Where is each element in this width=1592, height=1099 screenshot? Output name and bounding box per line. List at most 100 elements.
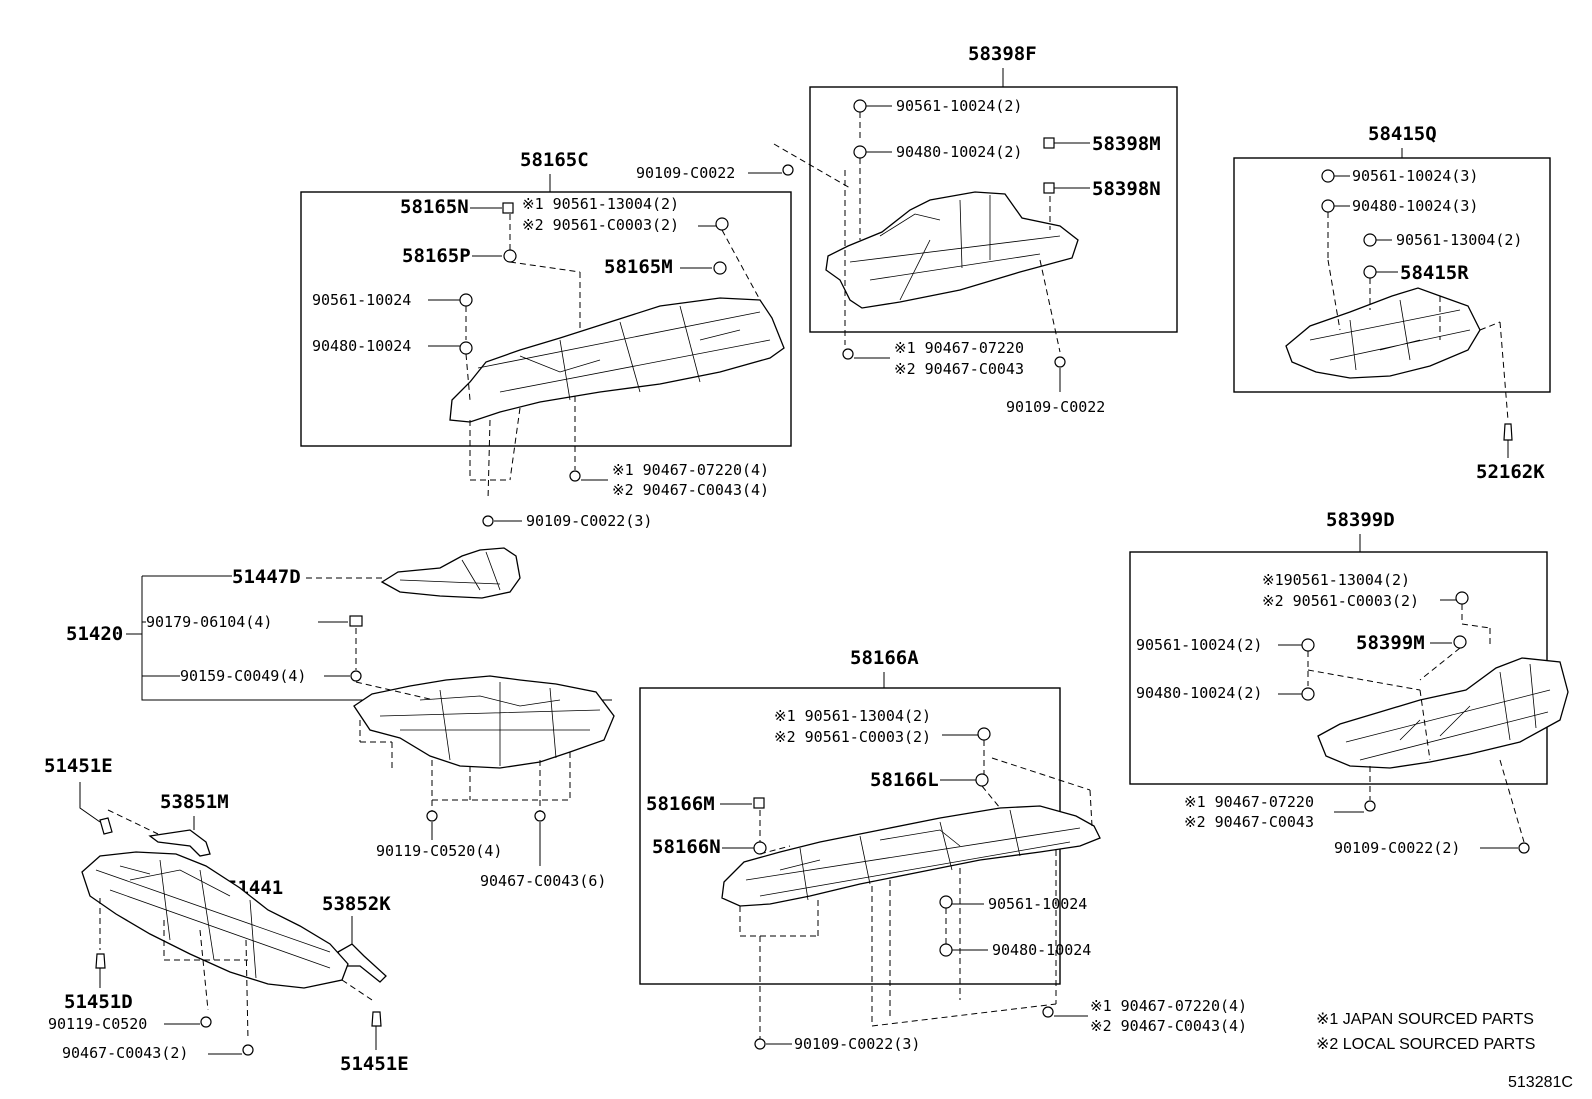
clip-icon bbox=[534, 810, 546, 822]
clip-icon bbox=[99, 817, 113, 835]
bolt-icon bbox=[349, 615, 363, 627]
label-58166n[interactable]: 58166N bbox=[652, 836, 721, 858]
label-58166m[interactable]: 58166M bbox=[646, 793, 715, 815]
title-58399d[interactable]: 58399D bbox=[1326, 509, 1395, 531]
label-90467-c0043-2[interactable]: 90467-C0043(2) bbox=[62, 1044, 188, 1062]
label-58399m[interactable]: 58399M bbox=[1356, 632, 1425, 654]
label-58398m[interactable]: 58398M bbox=[1092, 133, 1161, 155]
label-90561-c0003-2-58166a[interactable]: ※2 90561-C0003(2) bbox=[774, 728, 931, 746]
label-53852k[interactable]: 53852K bbox=[322, 893, 391, 915]
label-90179-06104-4[interactable]: 90179-06104(4) bbox=[146, 613, 272, 631]
clip-icon bbox=[753, 841, 767, 855]
clip-icon bbox=[371, 1011, 382, 1027]
label-51451e-top[interactable]: 51451E bbox=[44, 755, 113, 777]
box-58415q bbox=[1233, 157, 1551, 393]
label-90467-07220-4[interactable]: ※1 90467-07220(4) bbox=[612, 461, 769, 479]
title-58398f[interactable]: 58398F bbox=[968, 43, 1037, 65]
label-90467-07220[interactable]: ※1 90467-07220 bbox=[894, 339, 1024, 357]
label-90109-c0022-3[interactable]: 90109-C0022(3) bbox=[526, 512, 652, 530]
label-51451d[interactable]: 51451D bbox=[64, 991, 133, 1013]
clip-icon bbox=[1503, 423, 1513, 441]
label-90480-10024-58166a[interactable]: 90480-10024 bbox=[992, 941, 1091, 959]
clip-icon bbox=[242, 1044, 254, 1056]
under-cover-58165c bbox=[449, 297, 785, 423]
label-90467-07220-4-58166a[interactable]: ※1 90467-07220(4) bbox=[1090, 997, 1247, 1015]
box-58398f bbox=[809, 86, 1178, 333]
group-58399d: 58399D ※190561-13004(2) ※2 90561-C0003(2… bbox=[1129, 509, 1569, 857]
label-190561-13004-2[interactable]: ※190561-13004(2) bbox=[1262, 571, 1410, 589]
label-58415r[interactable]: 58415R bbox=[1400, 262, 1469, 284]
title-58415q[interactable]: 58415Q bbox=[1368, 123, 1437, 145]
label-90561-c0003-2[interactable]: ※2 90561-C0003(2) bbox=[522, 216, 679, 234]
label-58398n[interactable]: 58398N bbox=[1092, 178, 1161, 200]
title-51420[interactable]: 51420 bbox=[66, 623, 123, 645]
under-cover-58398f bbox=[825, 191, 1079, 309]
box-58165c bbox=[300, 191, 792, 447]
group-51420: 51420 51447D 90179-06104(4) 90159-C0049(… bbox=[66, 547, 615, 890]
clip-icon bbox=[502, 202, 514, 214]
label-90480-10024[interactable]: 90480-10024 bbox=[312, 337, 411, 355]
cover-51447d bbox=[380, 547, 521, 599]
label-90119-c0520[interactable]: 90119-C0520 bbox=[48, 1015, 147, 1033]
label-51447d[interactable]: 51447D bbox=[232, 566, 301, 588]
label-90119-c0520-4[interactable]: 90119-C0520(4) bbox=[376, 842, 502, 860]
label-90467-07220-58399d[interactable]: ※1 90467-07220 bbox=[1184, 793, 1314, 811]
label-52162k[interactable]: 52162K bbox=[1476, 461, 1545, 483]
label-58165n[interactable]: 58165N bbox=[400, 196, 469, 218]
label-90561-10024-3[interactable]: 90561-10024(3) bbox=[1352, 167, 1478, 185]
label-90480-10024-2-58399d[interactable]: 90480-10024(2) bbox=[1136, 684, 1262, 702]
label-90561-10024-58166a[interactable]: 90561-10024 bbox=[988, 895, 1087, 913]
under-cover-58166a bbox=[721, 805, 1101, 907]
label-90561-10024-2-58399d[interactable]: 90561-10024(2) bbox=[1136, 636, 1262, 654]
label-90561-c0003-2-58399d[interactable]: ※2 90561-C0003(2) bbox=[1262, 592, 1419, 610]
label-90467-c0043[interactable]: ※2 90467-C0043 bbox=[894, 360, 1024, 378]
clip-icon bbox=[503, 249, 517, 263]
label-58165m[interactable]: 58165M bbox=[604, 256, 673, 278]
label-90480-10024-3[interactable]: 90480-10024(3) bbox=[1352, 197, 1478, 215]
group-58398f: 58398F 90561-10024(2) 90480-10024(2) 583… bbox=[636, 43, 1178, 416]
screw-icon bbox=[1054, 356, 1066, 368]
title-58166a[interactable]: 58166A bbox=[850, 647, 919, 669]
screw-icon bbox=[782, 164, 794, 176]
label-90109-c0022-2[interactable]: 90109-C0022(2) bbox=[1334, 839, 1460, 857]
label-90467-c0043-6[interactable]: 90467-C0043(6) bbox=[480, 872, 606, 890]
label-90561-10024-2[interactable]: 90561-10024(2) bbox=[896, 97, 1022, 115]
label-53851m[interactable]: 53851M bbox=[160, 791, 229, 813]
label-90561-13004-2[interactable]: ※1 90561-13004(2) bbox=[522, 195, 679, 213]
clip-icon bbox=[1042, 1006, 1054, 1018]
label-90467-c0043-4-58166a[interactable]: ※2 90467-C0043(4) bbox=[1090, 1017, 1247, 1035]
bolt-icon bbox=[715, 217, 729, 231]
diagram-id: 513281C bbox=[1508, 1074, 1573, 1091]
label-90561-10024[interactable]: 90561-10024 bbox=[312, 291, 411, 309]
engine-cover-51420 bbox=[353, 675, 615, 769]
label-90467-c0043-4[interactable]: ※2 90467-C0043(4) bbox=[612, 481, 769, 499]
clip-icon bbox=[95, 953, 106, 969]
bolt-icon bbox=[1301, 638, 1315, 652]
label-90561-13004-2-58166a[interactable]: ※1 90561-13004(2) bbox=[774, 707, 931, 725]
bolt-icon bbox=[1321, 169, 1335, 183]
label-90159-c0049-4[interactable]: 90159-C0049(4) bbox=[180, 667, 306, 685]
title-58165c[interactable]: 58165C bbox=[520, 149, 589, 171]
bolt-icon bbox=[939, 895, 953, 909]
nut-icon bbox=[459, 341, 473, 355]
group-58165c: 58165C 58165N ※1 90561-13004(2) ※2 90561… bbox=[300, 149, 792, 530]
bracket-53851m bbox=[148, 829, 211, 857]
bolt-icon bbox=[426, 810, 438, 822]
screw-icon bbox=[482, 515, 494, 527]
screw-icon bbox=[1518, 842, 1530, 854]
label-90109-c0022-left[interactable]: 90109-C0022 bbox=[636, 164, 735, 182]
label-90109-c0022-3-58166a[interactable]: 90109-C0022(3) bbox=[794, 1035, 920, 1053]
label-90480-10024-2[interactable]: 90480-10024(2) bbox=[896, 143, 1022, 161]
label-58165p[interactable]: 58165P bbox=[402, 245, 471, 267]
label-51451e-bottom[interactable]: 51451E bbox=[340, 1053, 409, 1075]
label-90467-c0043-58399d[interactable]: ※2 90467-C0043 bbox=[1184, 813, 1314, 831]
label-58166l[interactable]: 58166L bbox=[870, 769, 939, 791]
label-90561-13004-2-58415q[interactable]: 90561-13004(2) bbox=[1396, 231, 1522, 249]
label-90109-c0022-bottom[interactable]: 90109-C0022 bbox=[1006, 398, 1105, 416]
clip-icon bbox=[1363, 265, 1377, 279]
under-cover-58399d bbox=[1317, 657, 1569, 769]
group-51441: 51451E 53851M 51441 53852K 51451D 90119-… bbox=[44, 755, 409, 1075]
under-cover-58415q bbox=[1285, 287, 1481, 379]
bolt-icon bbox=[1363, 233, 1377, 247]
